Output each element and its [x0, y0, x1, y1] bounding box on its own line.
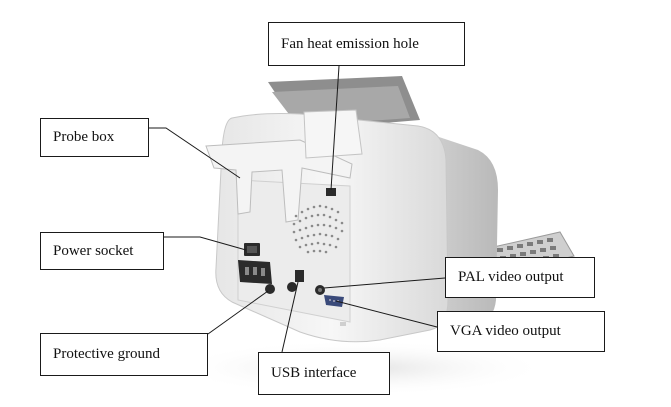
leader-fan	[330, 65, 340, 191]
leader-usb	[281, 281, 299, 353]
vga-video-output-port	[324, 295, 344, 307]
label-vga-video-output: VGA video output	[437, 311, 605, 352]
usb-port	[295, 270, 304, 282]
power-socket	[238, 260, 272, 284]
probe-box	[205, 109, 363, 223]
power-switch-rocker	[247, 246, 257, 253]
leader-power-socket	[164, 236, 247, 251]
leader-lines	[149, 65, 446, 353]
fan-vent-slot	[326, 188, 336, 196]
leader-ground	[207, 290, 269, 335]
label-protective-ground: Protective ground	[40, 333, 208, 376]
leader-probe-box	[149, 127, 241, 179]
label-probe-box: Probe box	[40, 118, 149, 157]
leader-pal	[323, 277, 446, 289]
label-usb-interface: USB interface	[258, 352, 390, 395]
leader-vga	[335, 300, 438, 328]
usb-side-knob	[287, 282, 297, 292]
rear-foot	[340, 322, 346, 326]
fan-heat-emission-hole	[292, 204, 344, 254]
label-fan-heat-emission-hole: Fan heat emission hole	[268, 22, 465, 66]
label-power-socket: Power socket	[40, 232, 164, 270]
label-pal-video-output: PAL video output	[445, 257, 595, 298]
pal-port-pin	[318, 288, 322, 292]
